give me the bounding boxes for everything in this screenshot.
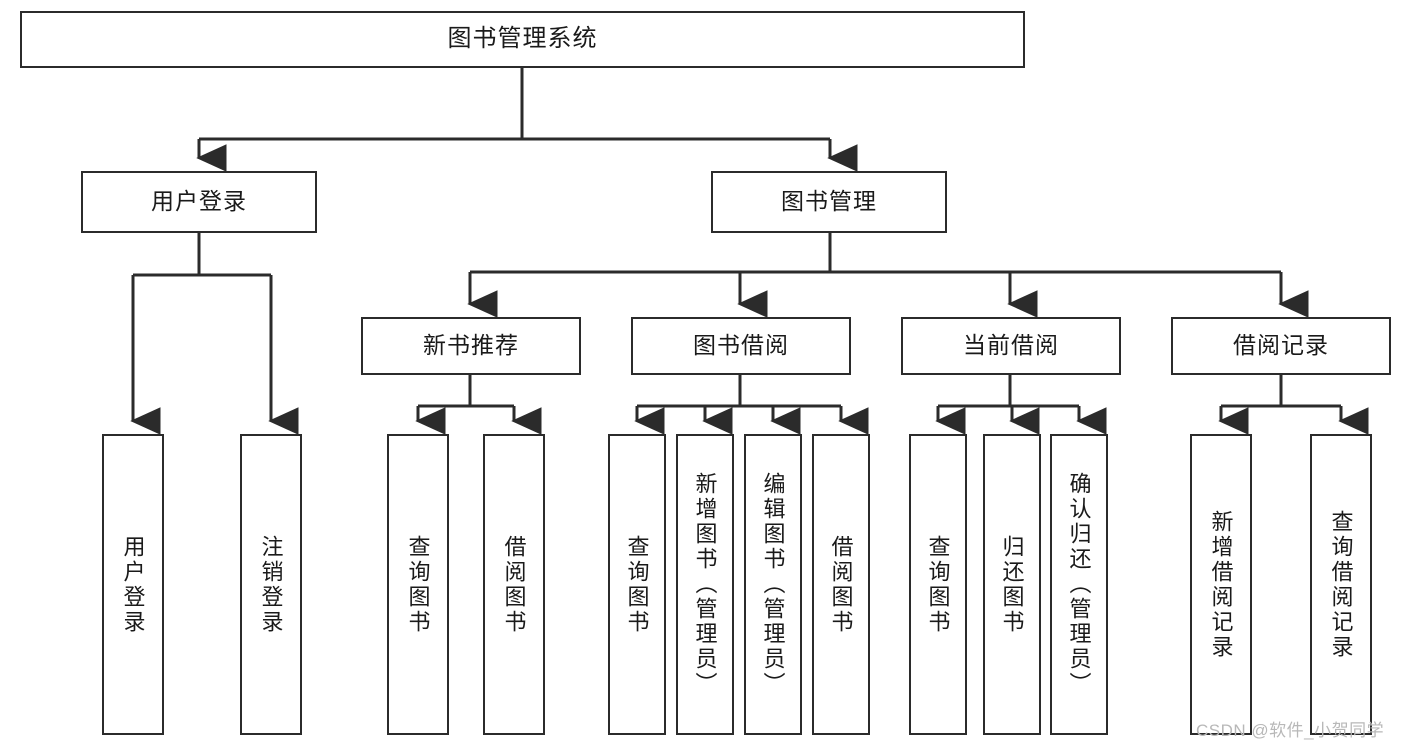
node-leaf-query-record-label: 查询借阅记录 [1328,509,1354,660]
node-book-manage[interactable]: 图书管理 [711,171,947,233]
node-leaf-add-book[interactable]: 新增图书（管理员） [676,434,734,735]
node-leaf-edit-book-label: 编辑图书（管理员） [760,472,786,697]
node-new-book-rec[interactable]: 新书推荐 [361,317,581,375]
node-book-borrow[interactable]: 图书借阅 [631,317,851,375]
node-root[interactable]: 图书管理系统 [20,11,1025,68]
node-leaf-user-logout-label: 注销登录 [258,534,284,635]
node-leaf-user-logout[interactable]: 注销登录 [240,434,302,735]
node-leaf-return-book[interactable]: 归还图书 [983,434,1041,735]
node-current-borrow[interactable]: 当前借阅 [901,317,1121,375]
node-new-book-rec-label: 新书推荐 [423,332,519,359]
node-book-borrow-label: 图书借阅 [693,332,789,359]
node-leaf-add-record-label: 新增借阅记录 [1208,509,1234,660]
node-leaf-return-book-label: 归还图书 [999,534,1025,635]
node-leaf-edit-book[interactable]: 编辑图书（管理员） [744,434,802,735]
node-leaf-user-login[interactable]: 用户登录 [102,434,164,735]
node-leaf-borrow-book-1[interactable]: 借阅图书 [483,434,545,735]
node-user-login[interactable]: 用户登录 [81,171,317,233]
node-leaf-query-book-2-label: 查询图书 [624,534,650,635]
node-leaf-user-login-label: 用户登录 [120,534,146,635]
node-leaf-query-record[interactable]: 查询借阅记录 [1310,434,1372,735]
node-leaf-borrow-book-2-label: 借阅图书 [828,534,854,635]
node-leaf-query-book-3-label: 查询图书 [925,534,951,635]
node-leaf-confirm-return-label: 确认归还（管理员） [1066,472,1092,697]
csdn-watermark: CSDN @软件_小贺同学 [1196,721,1385,740]
node-leaf-borrow-book-1-label: 借阅图书 [501,534,527,635]
node-leaf-query-book-1[interactable]: 查询图书 [387,434,449,735]
node-leaf-confirm-return[interactable]: 确认归还（管理员） [1050,434,1108,735]
node-leaf-borrow-book-2[interactable]: 借阅图书 [812,434,870,735]
node-leaf-add-record[interactable]: 新增借阅记录 [1190,434,1252,735]
node-leaf-query-book-1-label: 查询图书 [405,534,431,635]
node-current-borrow-label: 当前借阅 [963,332,1059,359]
node-leaf-query-book-2[interactable]: 查询图书 [608,434,666,735]
node-root-label: 图书管理系统 [447,25,598,53]
node-borrow-record[interactable]: 借阅记录 [1171,317,1391,375]
node-user-login-label: 用户登录 [151,188,247,215]
node-borrow-record-label: 借阅记录 [1233,332,1329,359]
node-leaf-query-book-3[interactable]: 查询图书 [909,434,967,735]
node-leaf-add-book-label: 新增图书（管理员） [692,472,718,697]
node-book-manage-label: 图书管理 [781,188,877,215]
